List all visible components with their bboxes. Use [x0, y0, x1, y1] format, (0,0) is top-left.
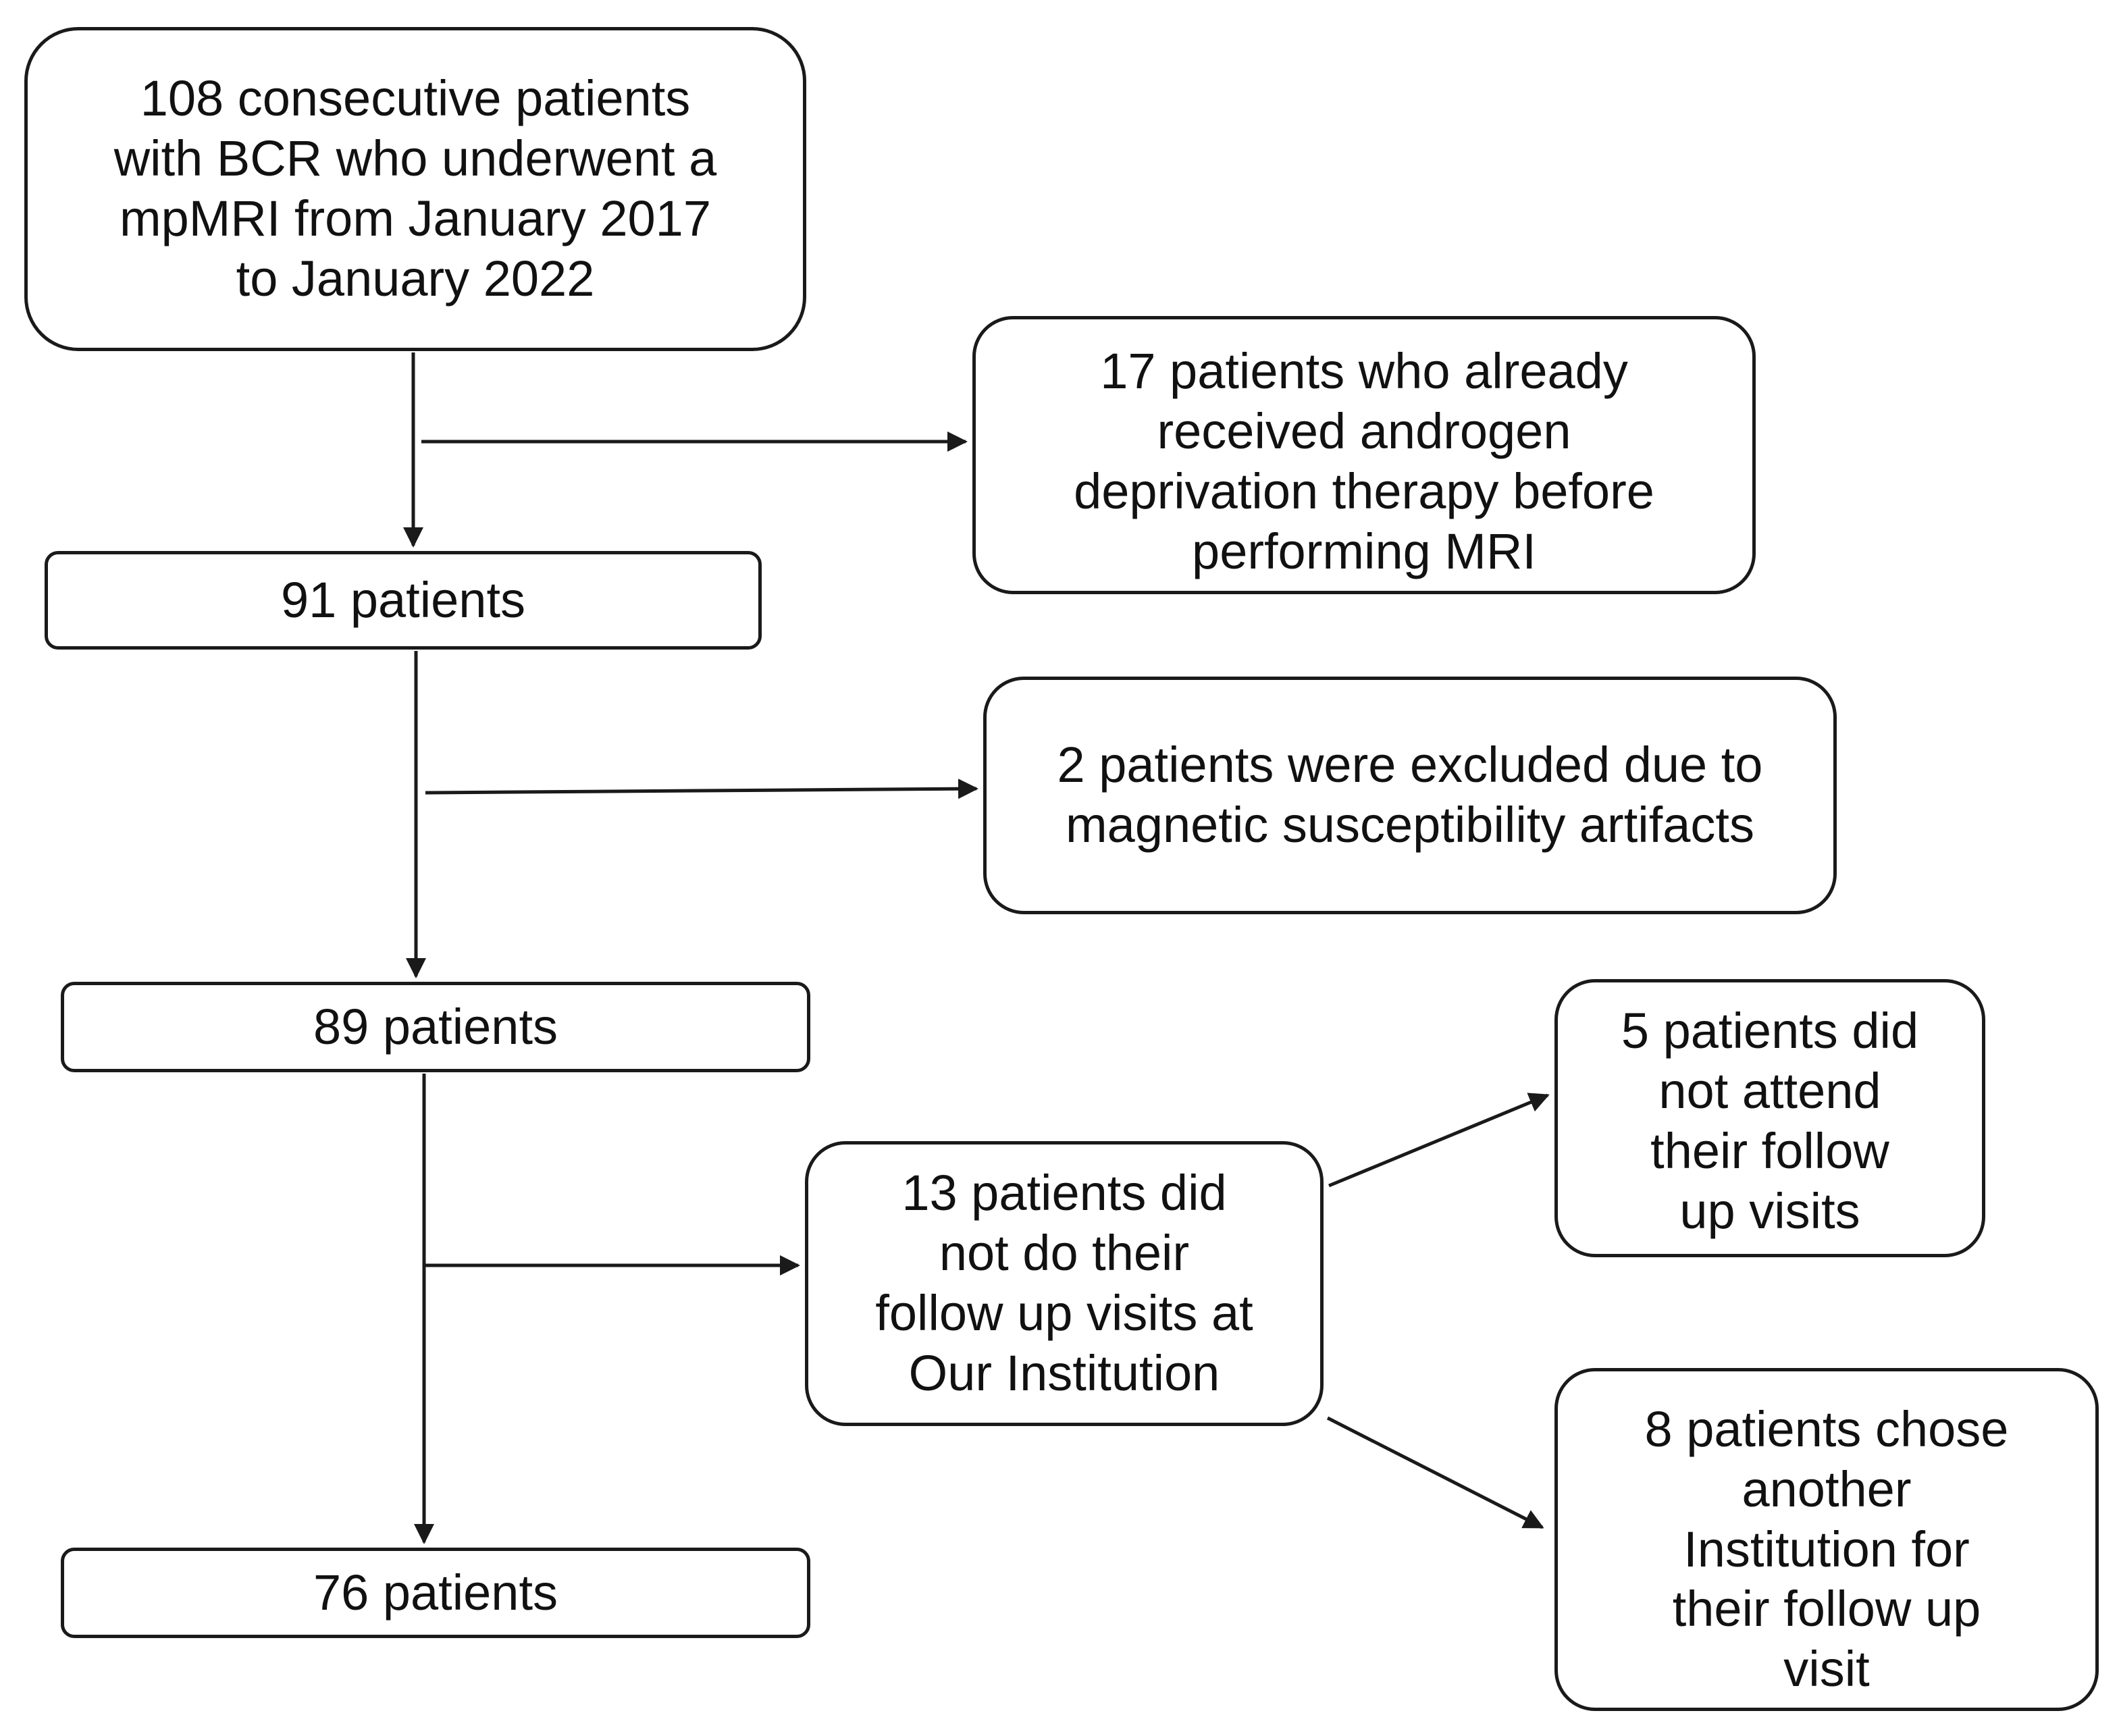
- arrow-to-sub-exclusion-2: [1326, 1416, 1544, 1529]
- sub-exclusion-box-did-not-attend-text: 5 patients did not attend their follow u…: [1621, 1003, 1919, 1239]
- exclusion-box-adt: 17 patients who already received androge…: [972, 316, 1756, 594]
- exclusion-box-adt-text: 17 patients who already received androge…: [1074, 343, 1654, 579]
- step-box-91: 91 patients: [45, 551, 762, 650]
- step-box-89: 89 patients: [61, 982, 810, 1072]
- exclusion-box-follow-up-text: 13 patients did not do their follow up v…: [875, 1165, 1253, 1401]
- arrow-to-exclusion-2: [425, 779, 978, 799]
- arrow-to-sub-exclusion-1: [1328, 1093, 1550, 1188]
- start-box-text: 108 consecutive patients with BCR who un…: [113, 70, 717, 307]
- step-box-91-text: 91 patients: [280, 571, 526, 628]
- final-box-76: 76 patients: [61, 1548, 810, 1638]
- step-box-89-text: 89 patients: [313, 998, 558, 1055]
- exclusion-box-artifacts-text: 2 patients were excluded due to magnetic…: [1057, 737, 1763, 853]
- start-box: 108 consecutive patients with BCR who un…: [24, 27, 806, 351]
- sub-exclusion-box-other-institution: 8 patients chose another Institution for…: [1554, 1368, 2099, 1711]
- exclusion-box-artifacts: 2 patients were excluded due to magnetic…: [983, 677, 1837, 914]
- sub-exclusion-box-did-not-attend: 5 patients did not attend their follow u…: [1554, 979, 1985, 1257]
- exclusion-box-follow-up: 13 patients did not do their follow up v…: [805, 1141, 1324, 1426]
- sub-exclusion-box-other-institution-text: 8 patients chose another Institution for…: [1644, 1401, 2009, 1698]
- final-box-76-text: 76 patients: [313, 1564, 558, 1621]
